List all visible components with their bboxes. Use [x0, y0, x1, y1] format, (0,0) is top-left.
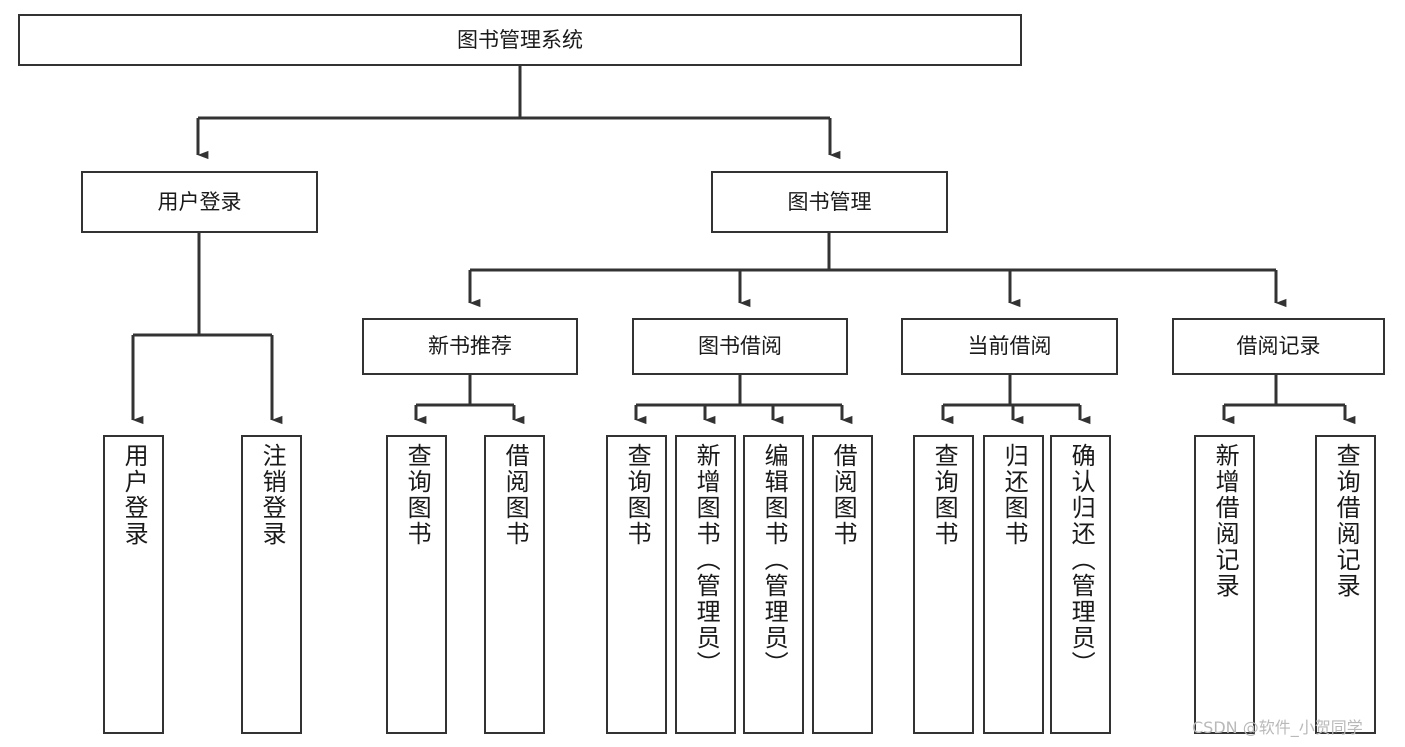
node-leaf-query-book-borrow[interactable]: 查询图书: [606, 435, 667, 734]
node-label: 当前借阅: [967, 334, 1052, 359]
node-user-login[interactable]: 用户登录: [81, 171, 318, 233]
node-label: 用户登录: [120, 443, 149, 547]
node-label: 图书借阅: [698, 334, 782, 359]
node-label: 借阅图书: [829, 443, 858, 547]
node-label: 图书管理系统: [457, 27, 583, 52]
node-borrow-record[interactable]: 借阅记录: [1172, 318, 1385, 375]
node-leaf-borrow-book[interactable]: 借阅图书: [812, 435, 873, 734]
node-label: 归还图书: [1000, 443, 1029, 547]
node-label: 用户登录: [157, 189, 242, 214]
node-leaf-borrow-book-new[interactable]: 借阅图书: [484, 435, 545, 734]
node-label: 确认归还（管理员）: [1067, 443, 1096, 677]
node-label: 编辑图书（管理员）: [760, 443, 789, 677]
node-label: 查询图书: [930, 443, 959, 547]
node-leaf-add-borrow-record[interactable]: 新增借阅记录: [1194, 435, 1255, 734]
node-leaf-user-logout[interactable]: 注销登录: [241, 435, 302, 734]
node-label: 查询图书: [623, 443, 652, 547]
node-leaf-query-book-new[interactable]: 查询图书: [386, 435, 447, 734]
node-label: 新书推荐: [428, 334, 512, 359]
node-leaf-confirm-return-admin[interactable]: 确认归还（管理员）: [1050, 435, 1111, 734]
node-root-book-management-system[interactable]: 图书管理系统: [18, 14, 1022, 66]
node-label: 新增图书（管理员）: [692, 443, 721, 677]
node-leaf-query-book-current[interactable]: 查询图书: [913, 435, 974, 734]
node-label: 借阅图书: [501, 443, 530, 547]
node-label: 借阅记录: [1236, 334, 1321, 359]
node-leaf-query-borrow-record[interactable]: 查询借阅记录: [1315, 435, 1376, 734]
watermark: CSDN @软件_小贺同学: [1192, 718, 1363, 737]
node-leaf-edit-book-admin[interactable]: 编辑图书（管理员）: [743, 435, 804, 734]
node-current-borrow[interactable]: 当前借阅: [901, 318, 1118, 375]
node-label: 图书管理: [787, 189, 872, 214]
node-label: 查询图书: [403, 443, 432, 547]
node-label: 新增借阅记录: [1211, 443, 1240, 599]
node-label: 注销登录: [258, 443, 287, 547]
node-leaf-return-book[interactable]: 归还图书: [983, 435, 1044, 734]
node-book-borrow[interactable]: 图书借阅: [632, 318, 848, 375]
node-book-management[interactable]: 图书管理: [711, 171, 948, 233]
node-label: 查询借阅记录: [1332, 443, 1361, 599]
node-new-book-recommend[interactable]: 新书推荐: [362, 318, 578, 375]
node-leaf-add-book-admin[interactable]: 新增图书（管理员）: [675, 435, 736, 734]
node-leaf-user-login[interactable]: 用户登录: [103, 435, 164, 734]
